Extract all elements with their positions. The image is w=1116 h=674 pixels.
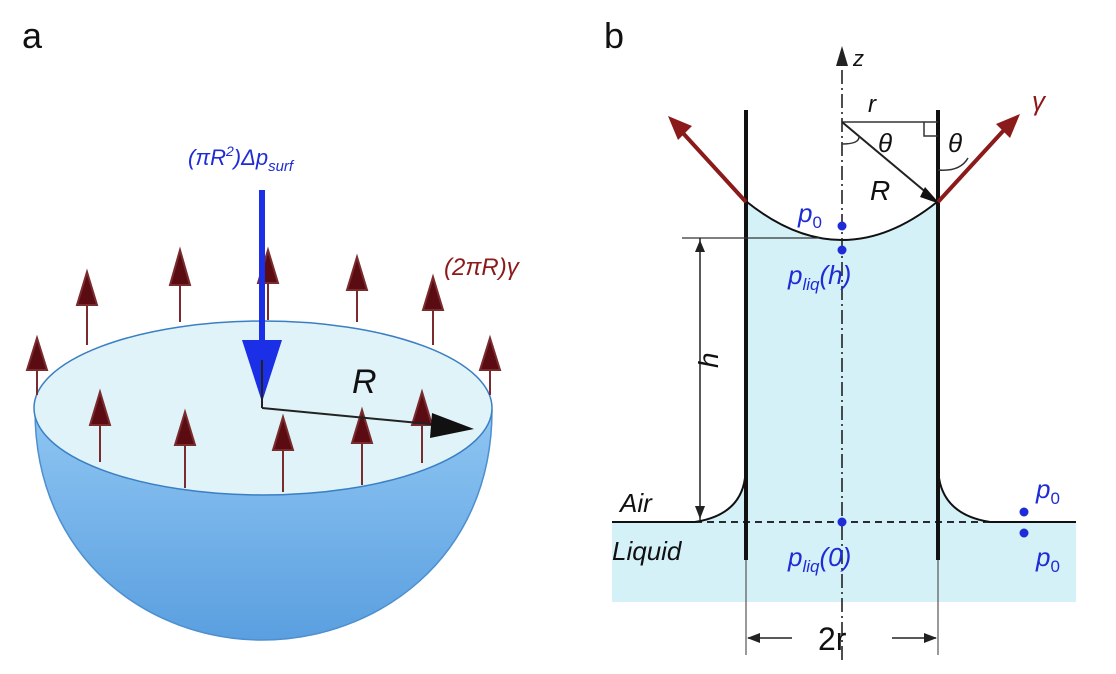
pressure-force-label: (πR2)Δpsurf xyxy=(188,143,295,175)
air-label: Air xyxy=(618,488,653,518)
p0-liquid-label: p0 xyxy=(1035,542,1060,576)
right-angle-mark xyxy=(923,122,938,137)
point-p0-meniscus xyxy=(837,221,847,231)
z-axis-arrowhead xyxy=(836,46,848,66)
up-arrow xyxy=(173,408,197,488)
outer-meniscus-right xyxy=(939,475,1076,522)
up-arrow xyxy=(25,334,49,395)
point-pliq-0 xyxy=(837,517,847,527)
pliq-0-label: pliq(0) xyxy=(787,542,851,576)
up-arrow xyxy=(410,388,434,463)
h-arrowhead-top xyxy=(695,240,705,252)
gamma-arrow-left xyxy=(668,116,748,204)
r-label: r xyxy=(868,91,877,118)
reservoir-liquid xyxy=(612,522,1076,602)
up-arrow xyxy=(345,253,369,322)
gamma-label: γ xyxy=(1032,86,1047,116)
pliq-h-label: pliq(h) xyxy=(787,260,851,294)
panel-b-letter: b xyxy=(604,15,624,56)
up-arrow xyxy=(478,334,502,395)
theta-arc-inner xyxy=(841,135,860,145)
z-axis-label: z xyxy=(852,46,864,71)
theta-arc-outer xyxy=(937,157,969,171)
point-p0-liquid xyxy=(1019,528,1029,538)
up-arrow xyxy=(271,413,295,492)
point-pliq-h xyxy=(837,245,847,255)
liquid-label: Liquid xyxy=(612,536,683,566)
p0-air-label: p0 xyxy=(1035,474,1060,508)
up-arrow xyxy=(88,388,112,462)
outer-meniscus-left xyxy=(612,475,745,522)
h-arrowhead-bottom xyxy=(695,506,705,519)
up-arrow xyxy=(350,406,374,485)
theta-label-outer: θ xyxy=(948,128,962,158)
up-arrow xyxy=(421,273,445,345)
panel-a-letter: a xyxy=(22,15,43,56)
radius-label: R xyxy=(352,363,377,401)
width-label: 2r xyxy=(818,621,847,657)
pressure-points xyxy=(837,221,1029,538)
R-label: R xyxy=(870,175,890,206)
theta-label-inner: θ xyxy=(878,128,892,158)
width-arrowhead-right xyxy=(924,633,937,643)
point-p0-air xyxy=(1019,507,1029,517)
radius-R-arrowhead xyxy=(920,187,940,204)
up-arrow xyxy=(75,268,99,345)
surface-tension-arrows xyxy=(25,246,502,492)
p0-meniscus-label: p0 xyxy=(797,198,822,232)
radius-R-line xyxy=(841,121,935,200)
up-arrow xyxy=(168,246,192,322)
radius-arrow xyxy=(261,360,474,438)
gamma-arrow-right xyxy=(936,114,1020,204)
tension-force-label: (2πR)γ xyxy=(444,254,521,281)
h-label: h xyxy=(693,352,724,368)
width-arrowhead-left xyxy=(747,633,760,643)
